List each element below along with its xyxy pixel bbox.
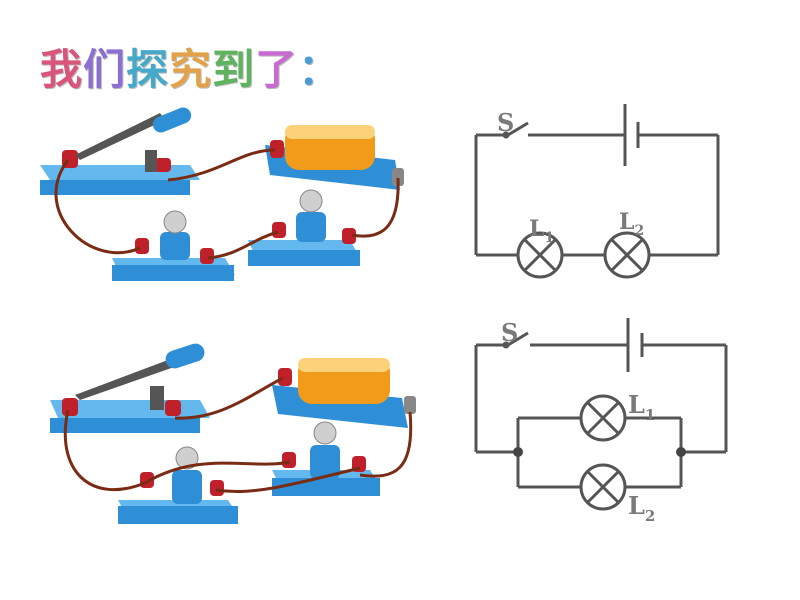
title-char: 们 bbox=[83, 45, 127, 94]
parallel-lamp-2-label: L2 bbox=[628, 491, 655, 525]
lamp-holder-3 bbox=[118, 446, 238, 524]
parallel-physical-setup bbox=[50, 343, 416, 524]
title-char: 了 bbox=[255, 45, 299, 94]
title-char: ： bbox=[298, 45, 342, 94]
series-lamp-1-symbol bbox=[516, 231, 564, 279]
title-char: 到 bbox=[212, 45, 256, 94]
lamp-holder-1 bbox=[112, 210, 235, 281]
title-char: 探 bbox=[126, 45, 170, 94]
parallel-lamp-1-label: L1 bbox=[628, 390, 655, 424]
series-physical-setup bbox=[40, 107, 404, 281]
parallel-junctions bbox=[502, 341, 686, 457]
series-lamp-1-label: L1 bbox=[529, 216, 554, 246]
series-lamp-2-symbol bbox=[603, 231, 651, 279]
parallel-lamp-2-symbol bbox=[579, 463, 627, 511]
title-char: 究 bbox=[169, 45, 213, 94]
page-title: 我们探究到了： bbox=[40, 36, 341, 97]
lamp-holder-2 bbox=[248, 189, 360, 266]
series-schematic bbox=[474, 104, 720, 257]
parallel-lamp-1-symbol bbox=[579, 394, 627, 442]
parallel-switch-label: S bbox=[501, 318, 518, 347]
knife-switch-2 bbox=[50, 343, 210, 433]
series-switch-label: S bbox=[497, 108, 514, 137]
parallel-schematic bbox=[474, 318, 728, 489]
battery-2 bbox=[272, 358, 416, 428]
title-char: 我 bbox=[40, 45, 84, 94]
series-switch-contact bbox=[502, 131, 510, 139]
knife-switch-1 bbox=[40, 107, 200, 195]
series-lamp-2-label: L2 bbox=[619, 209, 644, 239]
battery-1 bbox=[265, 125, 404, 190]
